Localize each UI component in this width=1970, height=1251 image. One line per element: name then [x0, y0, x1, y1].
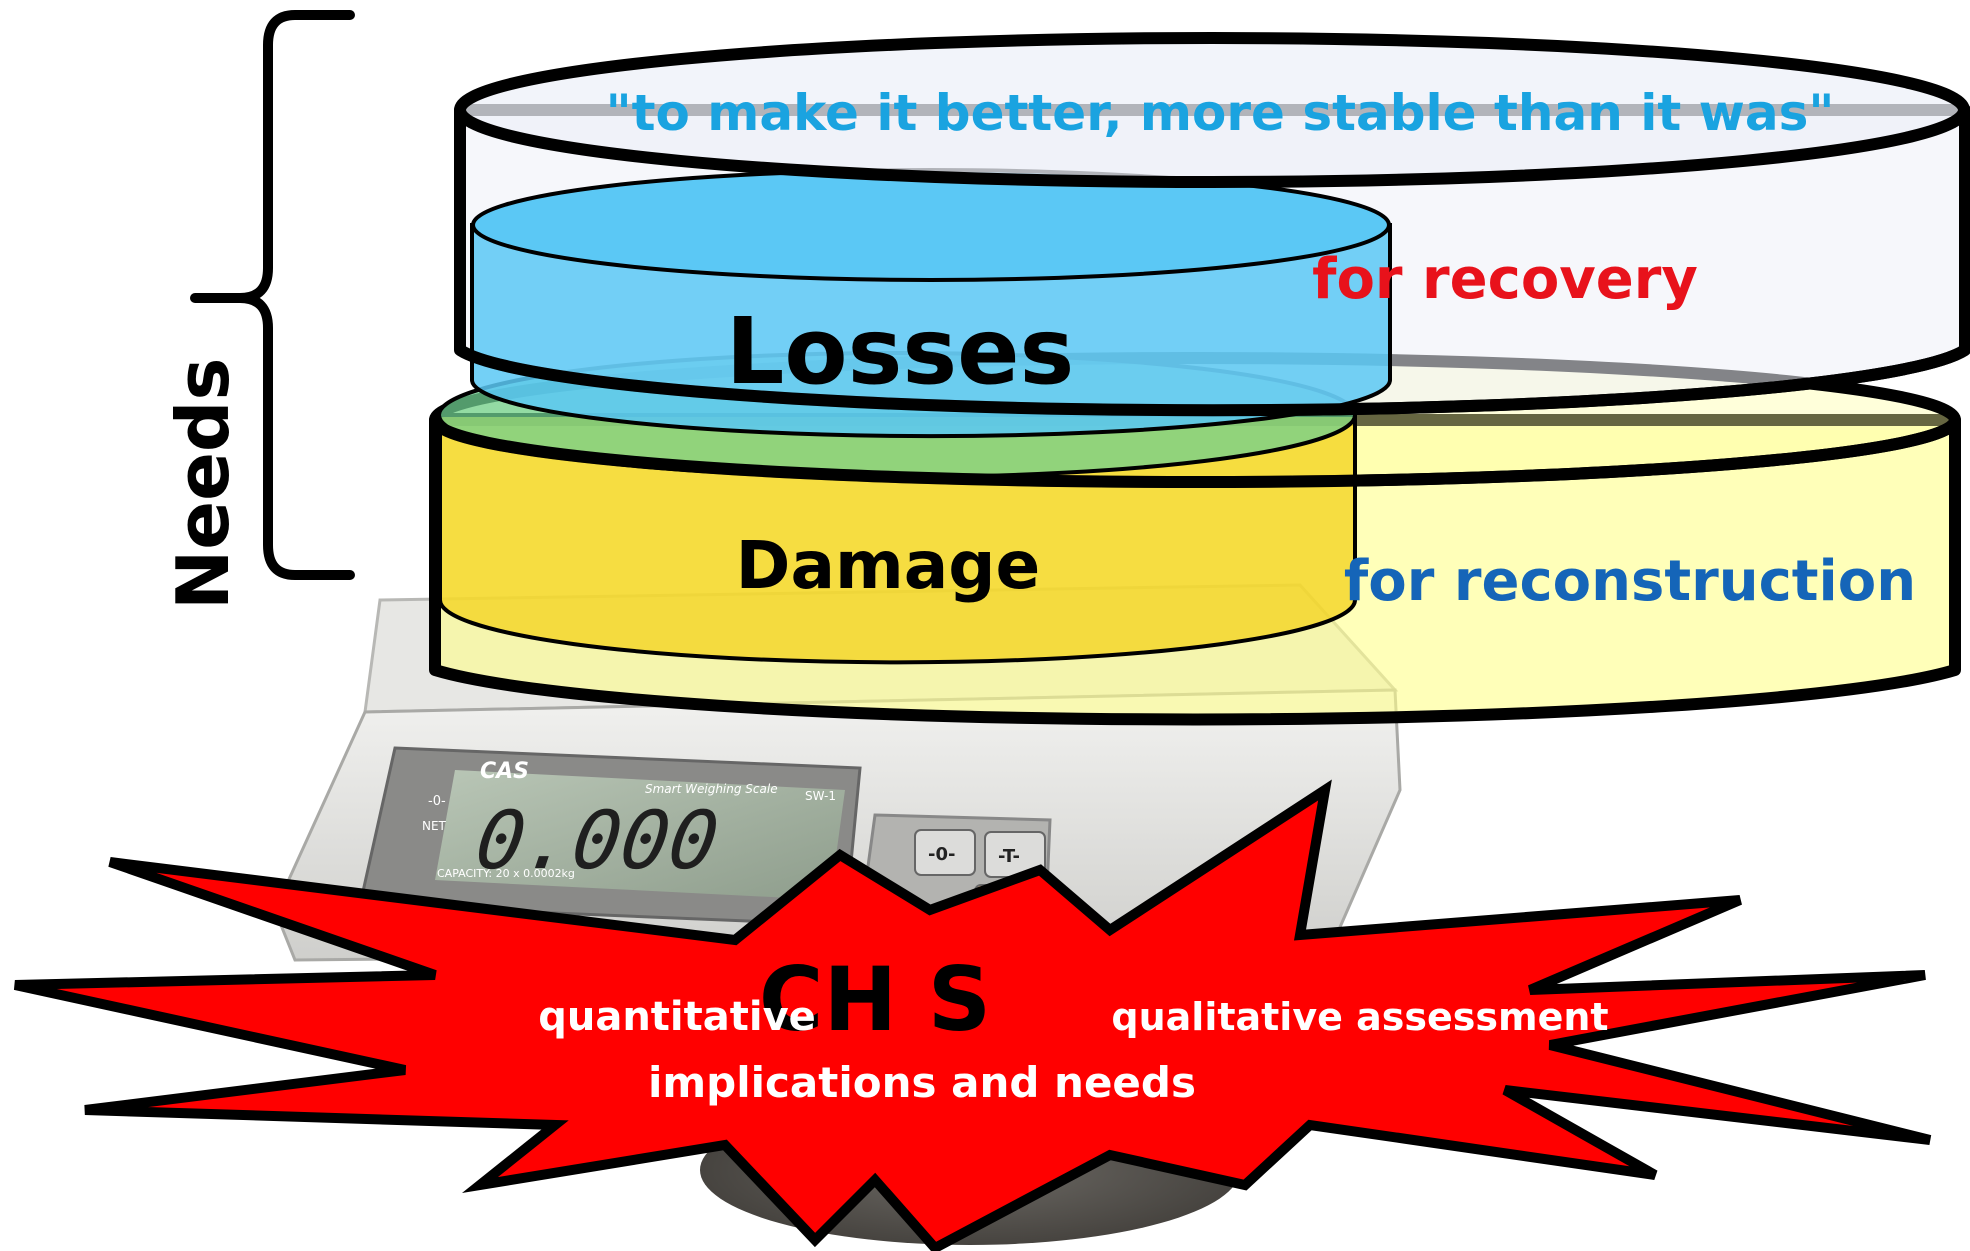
scale-button-tare-label: -T- — [998, 846, 1020, 867]
top-quote: "to make it better, more stable than it … — [606, 84, 1835, 142]
scale-net-indicator: NET — [422, 819, 447, 833]
chs-burst: CH S quantitative qualitative assessment… — [13, 779, 1932, 1251]
scale-capacity: CAPACITY: 20 x 0.0002kg — [437, 867, 575, 880]
qualitative-assessment-label: qualitative assessment — [1111, 995, 1608, 1039]
needs-label: Needs — [161, 358, 245, 610]
scale-model-id: SW-1 — [805, 789, 836, 803]
recovery-cylinder-front-rim — [456, 344, 1969, 417]
implications-label: implications and needs — [648, 1058, 1196, 1107]
scale-button-zero — [914, 829, 976, 876]
chs-title: CH S — [759, 948, 991, 1051]
scale-lcd — [435, 770, 845, 900]
scale-zero-indicator: -0- — [428, 794, 446, 809]
recovery-cylinder-rim — [454, 32, 1970, 188]
scale-readout: 0.000 — [470, 793, 724, 887]
needs-brace — [190, 10, 355, 580]
scale-brand: CAS — [480, 759, 529, 784]
losses-label: Losses — [726, 298, 1075, 405]
damage-label: Damage — [736, 527, 1041, 604]
reconstruction-label: for reconstruction — [1344, 549, 1916, 614]
quantitative-label: quantitative — [538, 994, 816, 1040]
chs-burst-shape — [13, 779, 1932, 1251]
scale-button-zero-label: -0- — [928, 844, 955, 865]
reconstruction-cylinder-front-rim — [429, 418, 1961, 488]
scale-model-text: Smart Weighing Scale — [645, 782, 778, 796]
recovery-label: for recovery — [1312, 247, 1698, 312]
